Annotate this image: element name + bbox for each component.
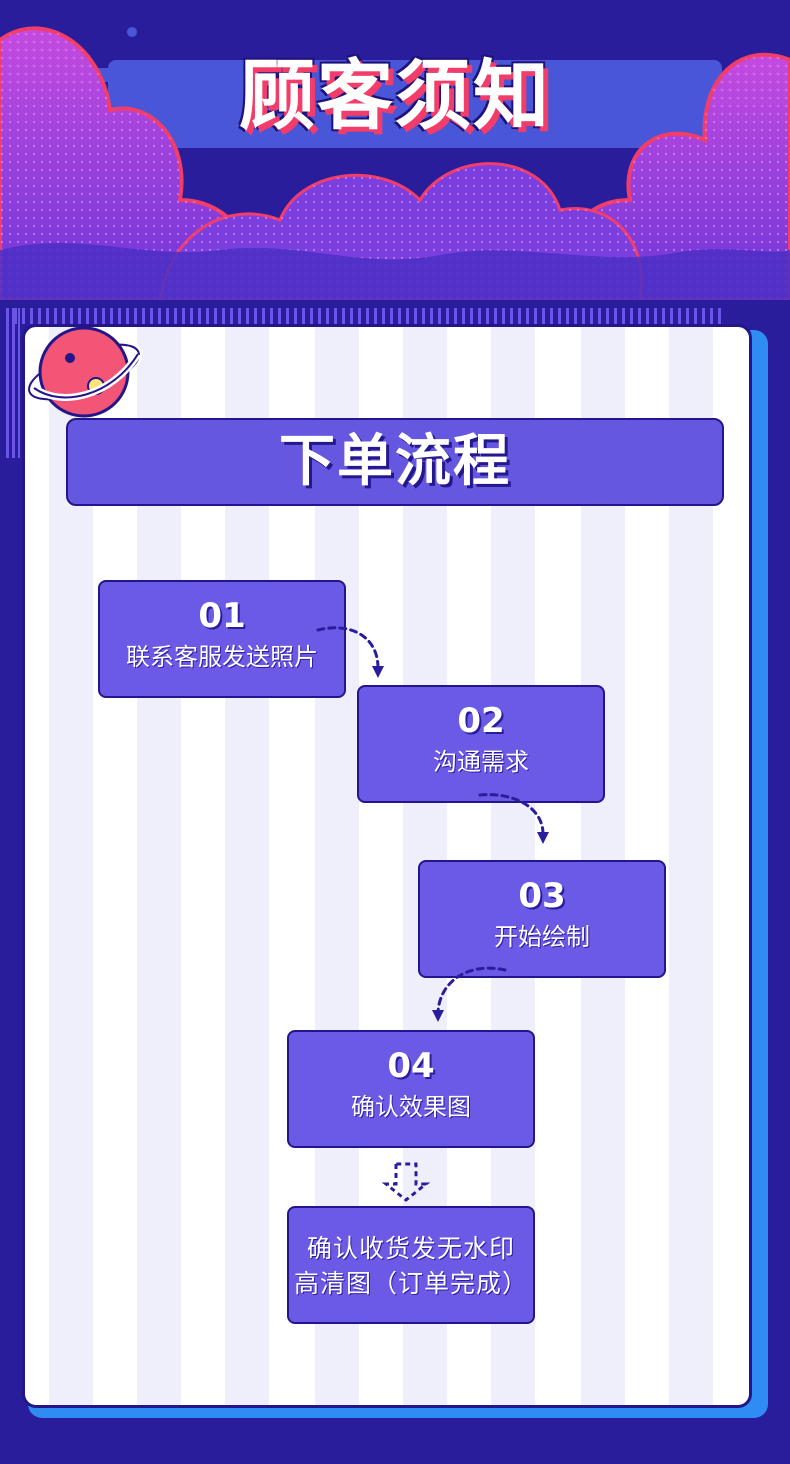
- section-banner: 下单流程: [66, 418, 724, 506]
- page-title: 顾客须知: [239, 51, 551, 140]
- header: 顾客须知: [0, 0, 790, 300]
- step-label: 开始绘制: [494, 923, 590, 951]
- step-number: 01: [198, 596, 246, 636]
- step-label: 沟通需求: [433, 748, 529, 776]
- cloud-background: [0, 0, 790, 300]
- final-step-line-1: 确认收货发无水印: [306, 1234, 515, 1263]
- step-3: 03 开始绘制: [418, 860, 666, 978]
- step-number: 03: [518, 876, 566, 916]
- step-number: 04: [387, 1046, 435, 1086]
- section-title: 下单流程: [279, 429, 511, 494]
- step-label: 联系客服发送照片: [126, 643, 318, 671]
- final-step-line-2: 高清图（订单完成）: [293, 1269, 528, 1298]
- step-4: 04 确认效果图: [287, 1030, 535, 1148]
- step-number: 02: [457, 701, 505, 741]
- final-step: 确认收货发无水印 高清图（订单完成）: [287, 1206, 535, 1324]
- step-label: 确认效果图: [351, 1093, 471, 1121]
- step-1: 01 联系客服发送照片: [98, 580, 346, 698]
- card-top-ticks: [6, 308, 726, 324]
- step-2: 02 沟通需求: [357, 685, 605, 803]
- card-side-ticks: [6, 308, 20, 458]
- planet-icon: [25, 326, 143, 418]
